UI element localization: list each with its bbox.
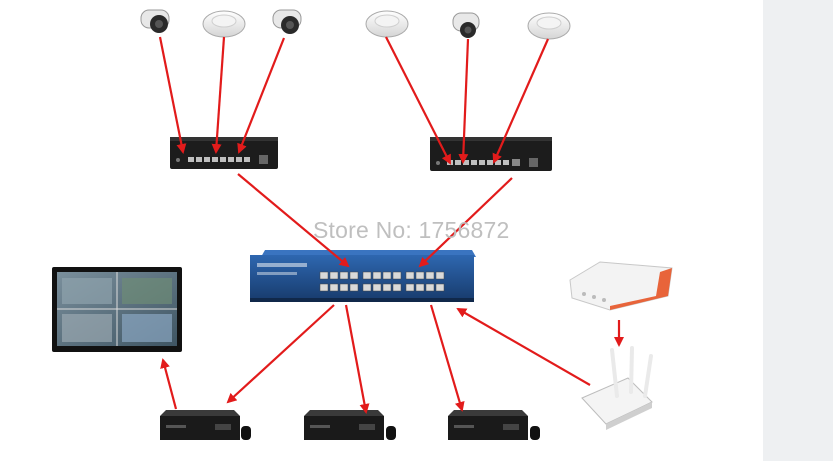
- link-arrow: [418, 177, 513, 268]
- link-arrow: [344, 304, 370, 414]
- dome-camera-icon: [527, 12, 571, 40]
- store-watermark: Store No: 1756872: [313, 217, 510, 243]
- bullet-camera-icon: [272, 9, 302, 34]
- link-arrow: [456, 308, 591, 386]
- right-margin-strip: [763, 0, 833, 461]
- dome-camera-icon: [365, 10, 409, 38]
- nvr-left-icon: [160, 410, 251, 440]
- surveillance-monitor-icon: [52, 267, 182, 352]
- link-arrow: [458, 38, 470, 164]
- nvr-middle-icon: [304, 410, 396, 440]
- bullet-camera-icon: [140, 9, 170, 33]
- link-arrow: [158, 36, 187, 154]
- dome-camera-icon: [202, 10, 246, 38]
- link-arrow: [429, 304, 465, 412]
- link-arrow: [160, 358, 178, 410]
- link-arrow: [211, 36, 226, 154]
- poe-switch-right-icon: [430, 137, 552, 171]
- nvr-right-icon: [448, 410, 540, 440]
- link-arrow: [237, 37, 286, 154]
- bullet-camera-icon: [452, 12, 480, 38]
- link-arrow: [226, 304, 335, 404]
- link-arrow: [492, 38, 550, 164]
- modem-icon: [569, 261, 673, 311]
- link-arrow: [237, 173, 350, 268]
- link-arrow: [385, 36, 451, 165]
- core-switch-icon: [250, 250, 476, 302]
- poe-switch-left-icon: [170, 137, 278, 169]
- wireless-router-icon: [581, 346, 653, 430]
